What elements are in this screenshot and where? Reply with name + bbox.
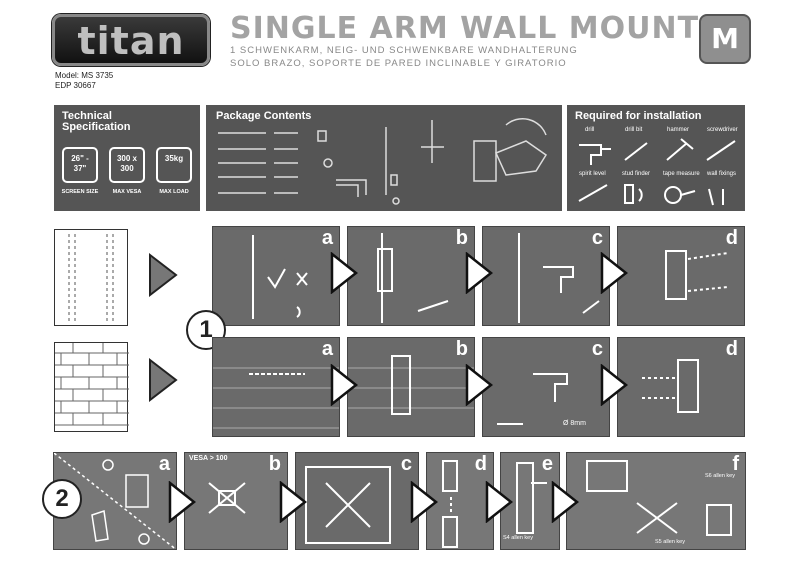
step-letter: e <box>541 453 553 475</box>
step-letter: d <box>725 227 738 249</box>
drill-size-label: Ø 8mm <box>563 420 586 427</box>
step2-f-panel: f S6 allen key S5 allen key <box>566 452 746 550</box>
mark-holes-illustration <box>377 233 449 323</box>
tech-spec-panel: Technical Specification 26" - 37" 300 x … <box>54 105 200 211</box>
stud-check-illustration <box>252 235 308 319</box>
arrow-right-icon <box>465 252 493 294</box>
arrow-right-icon <box>465 364 493 406</box>
edp-number: EDP 30667 <box>55 81 96 90</box>
fix-plate-illustration <box>665 250 729 300</box>
tool-stud-finder-label: stud finder <box>622 171 651 177</box>
step-letter: b <box>455 338 468 360</box>
step-letter: c <box>591 338 603 360</box>
step-2-number: 2 <box>42 479 82 519</box>
brick-wall-icon <box>54 342 129 432</box>
model-info: Model: MS 3735 EDP 30667 <box>55 71 113 91</box>
hang-tv-illustration <box>442 460 458 548</box>
max-load-icon: 35kg <box>156 147 192 183</box>
required-tools-title: Required for installation <box>575 110 702 122</box>
step1-brick-c-panel: c Ø 8mm <box>482 337 610 437</box>
allen-key-f2-label: S5 allen key <box>655 539 685 545</box>
tools-illustration <box>578 138 736 206</box>
step-letter: b <box>268 453 281 475</box>
tool-hammer-label: hammer <box>667 127 690 133</box>
allen-key-f1-label: S6 allen key <box>705 473 735 479</box>
tv-back-illustration <box>305 466 391 544</box>
vesa-icon: 300 x 300 <box>109 147 145 183</box>
arrow-right-icon <box>410 481 438 523</box>
step1-wood-b-panel: b <box>347 226 475 326</box>
step2-b-panel: VESA > 100 b <box>184 452 288 550</box>
step1-wood-c-panel: c <box>482 226 610 326</box>
remove-screws-illustration <box>54 453 176 549</box>
subtitle-german: 1 SCHWENKARM, NEIG- UND SCHWENKBARE WAND… <box>230 45 578 56</box>
stud-lines-icon <box>68 234 114 323</box>
tech-spec-title: Technical Specification <box>62 110 131 133</box>
step1-brick-a-panel: a <box>212 337 340 437</box>
titan-logo: titan <box>52 14 210 66</box>
arrow-right-icon <box>279 481 307 523</box>
adjust-arm-illustration <box>586 460 732 536</box>
allen-key-e-label: S4 allen key <box>503 535 533 541</box>
step-letter: b <box>455 227 468 249</box>
step1-wood-a-panel: a <box>212 226 340 326</box>
bracket-attach-illustration <box>208 482 246 514</box>
vesa-note: VESA > 100 <box>189 455 228 462</box>
package-parts-illustration <box>218 118 548 205</box>
step-letter: d <box>474 453 487 475</box>
tool-drill-bit-label: drill bit <box>625 127 643 133</box>
arrow-right-icon <box>149 358 178 402</box>
arrow-right-icon <box>600 364 628 406</box>
step-letter: a <box>321 227 333 249</box>
arrow-right-icon <box>485 481 513 523</box>
page-title: SINGLE ARM WALL MOUNT <box>230 11 700 46</box>
arrow-right-icon <box>551 481 579 523</box>
step-letter: a <box>321 338 333 360</box>
tool-spirit-level-label: spirit level <box>579 171 606 177</box>
vesa-label: MAX VESA <box>112 189 142 195</box>
step2-c-panel: c <box>295 452 419 550</box>
step-letter: d <box>725 338 738 360</box>
step1-brick-d-panel: d <box>617 337 745 437</box>
lock-screw-illustration <box>516 462 547 534</box>
max-load-label: MAX LOAD <box>159 189 189 195</box>
size-badge: M <box>699 14 751 64</box>
brick-fix-illustration <box>642 359 699 413</box>
step1-brick-b-panel: b <box>347 337 475 437</box>
brick-measure-illustration <box>213 367 339 429</box>
package-contents-title: Package Contents <box>216 110 312 122</box>
screen-size-icon: 26" - 37" <box>62 147 98 183</box>
brick-pattern-icon <box>55 343 129 426</box>
arrow-right-icon <box>600 252 628 294</box>
required-tools-panel: Required for installation drill drill bi… <box>567 105 745 211</box>
tool-wall-fixings-label: wall fixings <box>707 171 737 177</box>
brick-mark-illustration <box>348 355 474 415</box>
step-letter: f <box>732 453 739 475</box>
drill-holes-illustration <box>518 233 600 323</box>
arrow-right-icon <box>330 364 358 406</box>
step-letter: c <box>400 453 412 475</box>
step2-d-panel: d <box>426 452 494 550</box>
arrow-right-icon <box>149 253 178 297</box>
tool-drill-label: drill <box>585 127 595 133</box>
tool-tape-measure-label: tape measure <box>663 171 700 177</box>
step-letter: a <box>158 453 170 475</box>
arrow-right-icon <box>168 481 196 523</box>
package-contents-panel: Package Contents <box>206 105 562 211</box>
screen-size-label: SCREEN SIZE <box>61 189 99 195</box>
logo-text: titan <box>77 19 185 63</box>
brick-drill-illustration <box>497 373 568 425</box>
wood-stud-wall-icon <box>54 229 128 326</box>
step-letter: c <box>591 227 603 249</box>
model-number: Model: MS 3735 <box>55 71 114 80</box>
step1-wood-d-panel: d <box>617 226 745 326</box>
tool-screwdriver-label: screwdriver <box>707 127 738 133</box>
arrow-right-icon <box>330 252 358 294</box>
subtitle-spanish: SOLO BRAZO, SOPORTE DE PARED INCLINABLE … <box>230 58 567 69</box>
